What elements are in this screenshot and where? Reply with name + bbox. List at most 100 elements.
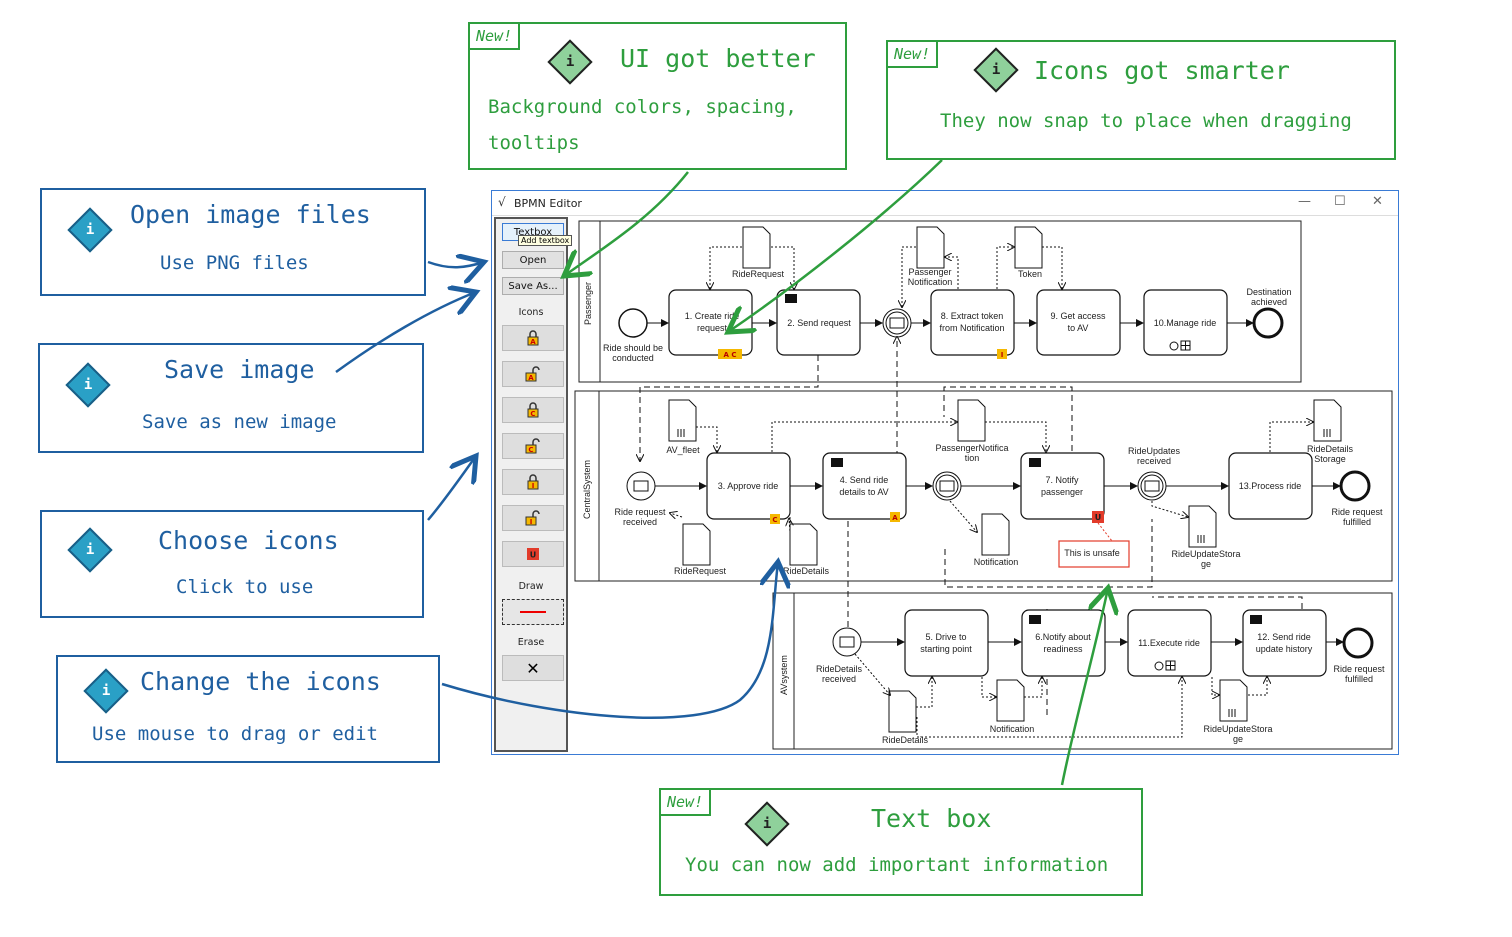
new-tag: New! <box>470 24 521 50</box>
data-object-rideupdate-storage[interactable] <box>1188 505 1217 548</box>
tooltip: Add textbox <box>518 235 573 246</box>
data-label: Notification <box>990 724 1035 734</box>
callout-title: Choose icons <box>158 526 339 555</box>
svg-text:C: C <box>528 446 533 454</box>
callout-title: Icons got smarter <box>1034 56 1290 85</box>
callout-text: They now snap to place when dragging <box>940 110 1352 132</box>
icon-unlock-a[interactable]: A <box>502 361 564 387</box>
data-object-notification[interactable] <box>996 679 1025 722</box>
callout-title: Text box <box>871 804 992 833</box>
badge-u[interactable]: U <box>1092 511 1104 523</box>
event-label: Ride request <box>1331 507 1383 517</box>
data-label: Passenger <box>908 267 951 277</box>
svg-text:I: I <box>532 482 535 490</box>
icon-lock-i[interactable]: I <box>502 469 564 495</box>
data-object-ridedetails-storage[interactable] <box>1313 399 1342 442</box>
message-start-event[interactable] <box>832 627 862 657</box>
info-icon: i <box>547 39 593 85</box>
lane-label: Passenger <box>583 282 593 325</box>
task-label: 11.Execute ride <box>1138 638 1200 648</box>
badge-i[interactable]: I <box>997 349 1007 359</box>
window-title: BPMN Editor <box>514 197 582 210</box>
save-as-button[interactable]: Save As... <box>502 277 564 295</box>
icon-unsafe-u[interactable]: U <box>502 541 564 567</box>
minimize-button[interactable]: — <box>1298 194 1311 209</box>
data-object-riderequest[interactable] <box>682 523 711 566</box>
task-drive-to-starting-point[interactable] <box>904 609 989 677</box>
task-label: 9. Get access <box>1050 311 1106 321</box>
textbox-connector <box>1097 522 1113 542</box>
data-object-notification[interactable] <box>981 513 1010 556</box>
callout-save-image: i Save image Save as new image <box>38 343 424 453</box>
task-label: passenger <box>1041 487 1083 497</box>
data-object-riderequest[interactable] <box>742 226 771 269</box>
icon-lock-c[interactable]: C <box>502 397 564 423</box>
task-label: 13.Process ride <box>1239 481 1302 491</box>
start-event[interactable] <box>618 308 648 338</box>
badge-ac[interactable]: A C <box>718 349 742 359</box>
task-send-ride-update-history[interactable] <box>1242 609 1327 677</box>
intermediate-message-event[interactable] <box>882 308 912 338</box>
message-flows <box>640 337 1303 717</box>
draw-line-button[interactable] <box>502 599 564 625</box>
badge-a[interactable]: A <box>890 512 900 522</box>
bpmn-editor-window: √ BPMN Editor — ☐ ✕ Textbox Add textbox … <box>491 190 1399 755</box>
task-label: from Notification <box>939 323 1004 333</box>
event-label: received <box>623 517 657 527</box>
event-label: Ride request <box>614 507 666 517</box>
data-object-passenger-notification[interactable] <box>916 226 945 269</box>
task-label: readiness <box>1043 644 1083 654</box>
end-event[interactable] <box>1342 627 1374 659</box>
end-event[interactable] <box>1252 307 1284 339</box>
close-icon: ✕ <box>526 658 540 678</box>
loop-icon <box>1154 660 1176 671</box>
svg-text:A: A <box>530 338 536 346</box>
data-label: PassengerNotifica <box>935 443 1008 453</box>
data-label: tion <box>965 453 980 463</box>
data-label: Notification <box>974 557 1019 567</box>
message-start-event[interactable] <box>626 471 656 501</box>
callout-choose-icons: i Choose icons Click to use <box>40 510 424 618</box>
data-object-rideupdate-storage[interactable] <box>1219 679 1248 722</box>
intermediate-message-event[interactable] <box>1137 471 1167 501</box>
data-associations <box>854 653 1267 738</box>
badge-c[interactable]: C <box>770 514 780 524</box>
event-label: Ride should be <box>603 343 663 353</box>
svg-text:I: I <box>1001 351 1004 359</box>
data-object-ridedetails[interactable] <box>888 690 917 733</box>
svg-text:I: I <box>530 518 533 526</box>
data-object-passenger-notification[interactable] <box>957 399 986 442</box>
intermediate-message-event[interactable] <box>932 471 962 501</box>
icon-unlock-i[interactable]: I <box>502 505 564 531</box>
red-line-icon <box>520 611 546 613</box>
data-object-token[interactable] <box>1014 226 1043 269</box>
event-label: received <box>822 674 856 684</box>
event-label: Ride request <box>1333 664 1385 674</box>
erase-button[interactable]: ✕ <box>502 655 564 681</box>
app-logo-icon: √ <box>498 195 506 209</box>
maximize-button[interactable]: ☐ <box>1334 194 1346 209</box>
close-button[interactable]: ✕ <box>1372 194 1383 209</box>
diagram-canvas[interactable]: Passenger CentralSystem AVsystem Ride sh… <box>572 217 1396 753</box>
open-button[interactable]: Open <box>502 251 564 269</box>
callout-text: Use mouse to drag or edit <box>92 723 378 745</box>
icon-unlock-c[interactable]: C <box>502 433 564 459</box>
unsafe-textbox[interactable] <box>1058 540 1130 568</box>
event-label: fulfilled <box>1343 517 1371 527</box>
data-object-av-fleet[interactable] <box>668 399 697 442</box>
erase-label: Erase <box>517 637 545 648</box>
task-execute-ride[interactable] <box>1127 609 1212 677</box>
task-label: 5. Drive to <box>925 632 966 642</box>
info-icon: i <box>67 207 113 253</box>
icons-label: Icons <box>518 307 544 318</box>
icon-lock-a[interactable]: A <box>502 325 564 351</box>
event-label: RideDetails <box>816 664 863 674</box>
envelope-icon <box>785 294 797 303</box>
lock-icon: C <box>527 402 539 418</box>
task-label: 3. Approve ride <box>718 481 779 491</box>
callout-text: You can now add important information <box>685 854 1109 876</box>
data-object-ridedetails[interactable] <box>789 523 818 566</box>
callout-title: Save image <box>164 355 315 384</box>
lane-label: CentralSystem <box>582 460 592 519</box>
end-event[interactable] <box>1339 470 1371 502</box>
